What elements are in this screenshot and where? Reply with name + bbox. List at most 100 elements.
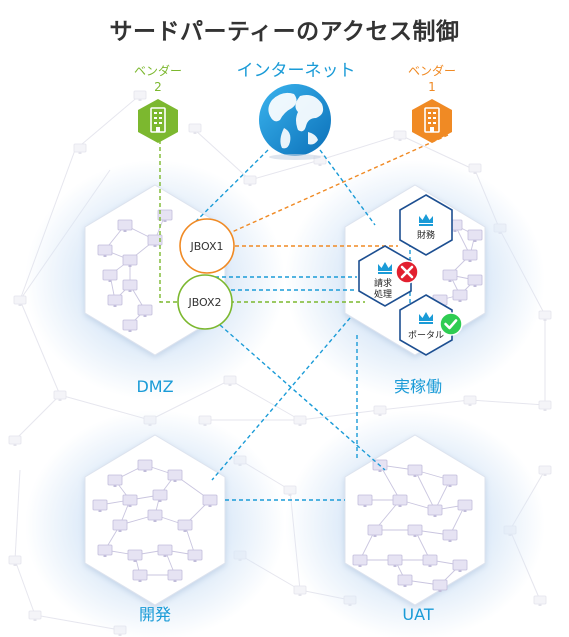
monitor-icon	[102, 269, 118, 281]
billing-label-line1: 請求	[374, 277, 392, 289]
monitor-icon	[457, 499, 473, 511]
billing-label-line2: 処理	[374, 288, 392, 300]
internet-globe: インターネット	[237, 61, 356, 160]
monitor-icon	[147, 509, 163, 521]
vendor-1: ベンダー 1	[408, 63, 456, 143]
monitor-icon	[28, 610, 42, 620]
jbox1-label: JBOX1	[189, 240, 223, 253]
monitor-icon	[387, 554, 403, 566]
monitor-icon	[442, 474, 458, 486]
monitor-icon	[152, 489, 168, 501]
monitor-icon	[97, 544, 113, 556]
building-icon	[150, 107, 166, 133]
crown-icon	[378, 262, 392, 274]
monitor-icon	[137, 459, 153, 471]
service-billing[interactable]: 請求 処理	[358, 245, 419, 307]
monitor-icon	[427, 504, 443, 516]
monitor-icon	[202, 494, 218, 506]
orange-links	[231, 134, 449, 247]
monitor-icon	[112, 519, 128, 531]
finance-label: 財務	[417, 229, 435, 241]
page-title: サードパーティーのアクセス制御	[109, 19, 460, 45]
monitor-icon	[167, 469, 183, 481]
monitor-icon	[393, 130, 407, 140]
vendor-2-number: 2	[154, 80, 162, 94]
monitor-icon	[407, 524, 423, 536]
monitor-icon	[352, 554, 368, 566]
monitor-icon	[53, 390, 67, 400]
monitor-icon	[293, 585, 307, 595]
monitor-icon	[452, 559, 468, 571]
monitor-icon	[13, 295, 27, 305]
monitor-icon	[442, 529, 458, 541]
monitor-icon	[243, 175, 257, 185]
vendor-1-hexagon	[412, 99, 452, 143]
monitor-icon	[432, 579, 448, 591]
x-circle-icon	[395, 260, 419, 284]
green-links	[159, 140, 365, 303]
monitor-icon	[468, 163, 482, 173]
production-label: 実稼働	[394, 377, 442, 396]
monitor-icon	[373, 405, 387, 415]
uat-label: UAT	[402, 605, 433, 624]
service-finance[interactable]: 財務	[399, 194, 453, 256]
monitor-icon	[177, 519, 193, 531]
crown-icon	[419, 312, 433, 324]
monitor-icon	[462, 249, 478, 261]
building-icon	[424, 107, 440, 133]
jbox2[interactable]: JBOX2	[177, 274, 233, 330]
vendor-1-label: ベンダー	[408, 63, 456, 78]
vendor-2-hexagon	[138, 99, 178, 143]
vendor-1-number: 1	[428, 80, 436, 94]
monitor-icon	[357, 494, 373, 506]
connection-lines	[159, 134, 449, 501]
monitor-icon	[8, 555, 22, 565]
monitor-icon	[122, 279, 138, 291]
vendor-2-label: ベンダー	[134, 63, 182, 78]
monitor-icon	[122, 254, 138, 266]
monitor-icon	[407, 464, 423, 476]
monitor-icon	[422, 554, 438, 566]
monitor-icon	[122, 494, 138, 506]
monitor-icon	[97, 244, 113, 256]
monitor-icon	[392, 494, 408, 506]
monitor-icon	[467, 229, 483, 241]
monitor-icon	[538, 400, 552, 410]
jbox1[interactable]: JBOX1	[179, 218, 235, 274]
monitor-icon	[187, 549, 203, 561]
monitor-icon	[107, 474, 123, 486]
monitor-icon	[367, 524, 383, 536]
monitor-icon	[538, 310, 552, 320]
monitor-icon	[92, 499, 108, 511]
monitor-icon	[467, 274, 483, 286]
monitor-icon	[188, 123, 202, 133]
monitor-icon	[127, 549, 143, 561]
monitor-icon	[73, 143, 87, 153]
monitor-icon	[133, 90, 147, 100]
monitor-icon	[132, 569, 148, 581]
crown-icon	[419, 214, 433, 226]
monitor-icon	[137, 304, 153, 316]
monitor-icon	[442, 269, 458, 281]
globe-icon	[259, 84, 331, 156]
monitor-icon	[122, 319, 138, 331]
development-label: 開発	[139, 605, 171, 624]
check-circle-icon	[439, 312, 463, 336]
monitor-icon	[463, 395, 477, 405]
monitor-icon	[533, 595, 547, 605]
vendor-2: ベンダー 2	[134, 63, 182, 143]
monitor-icon	[167, 569, 183, 581]
service-portal[interactable]: ポータル	[399, 294, 463, 356]
zone-internal-networks	[92, 209, 483, 592]
dmz-label: DMZ	[136, 377, 173, 396]
monitor-icon	[157, 544, 173, 556]
monitor-icon	[452, 289, 468, 301]
portal-label: ポータル	[408, 330, 444, 341]
jbox2-label: JBOX2	[187, 296, 221, 309]
monitor-icon	[107, 294, 123, 306]
monitor-icon	[397, 574, 413, 586]
monitor-icon	[8, 435, 22, 445]
internet-label: インターネット	[237, 61, 356, 81]
blue-links	[184, 149, 411, 501]
